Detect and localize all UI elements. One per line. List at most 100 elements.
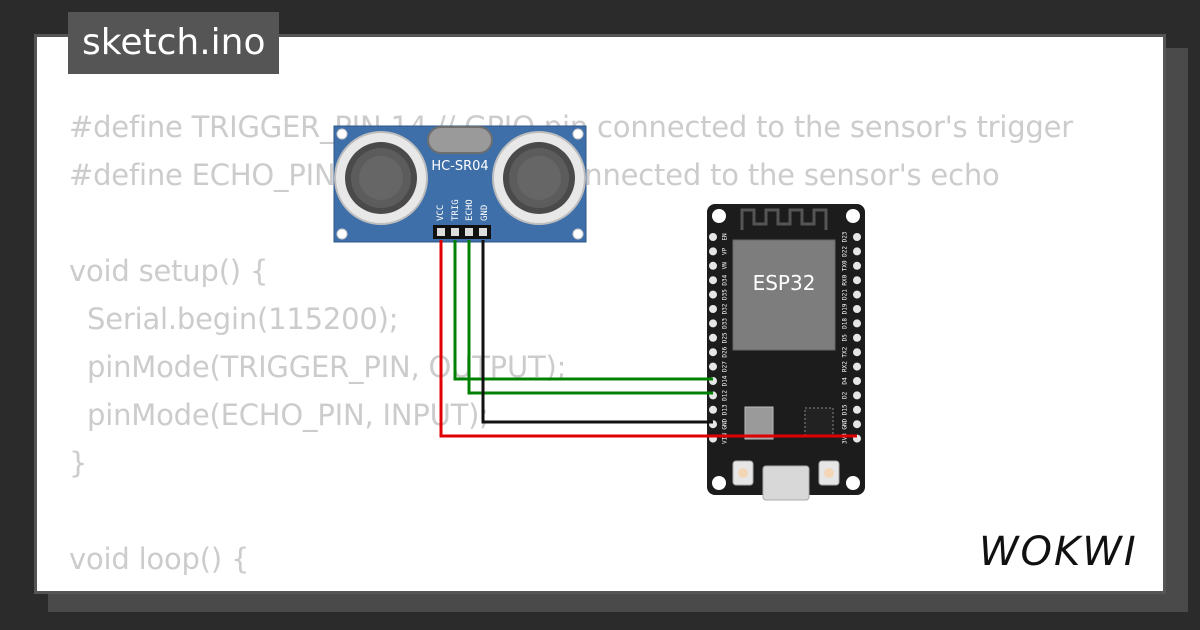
code-line[interactable]: pinMode(TRIGGER_PIN, OUTPUT);	[69, 350, 567, 384]
sensor-pin-echo[interactable]	[465, 228, 473, 236]
board-pin-label: VIN	[722, 433, 729, 444]
wire-echo-d12[interactable]	[467, 240, 713, 395]
board-pin-rx0[interactable]	[853, 276, 861, 285]
code-line[interactable]: long duration, distance;	[69, 583, 1073, 591]
transmitter-transducer	[334, 131, 428, 225]
micro-usb-port[interactable]	[762, 465, 810, 501]
wires	[439, 240, 857, 438]
board-hole	[846, 476, 860, 490]
board-pin-label: TX0	[842, 260, 849, 271]
voltage-regulator	[744, 406, 774, 440]
sensor-header	[433, 225, 491, 239]
code-line[interactable]: Serial.begin(115200);	[69, 302, 399, 336]
board-pin-label: RX0	[842, 274, 849, 285]
sensor-pin-vcc[interactable]	[437, 228, 445, 236]
sensor-pin-label-gnd: GND	[480, 205, 490, 221]
sensor-name-label: HC-SR04	[431, 159, 488, 174]
board-pin-label: D2	[842, 391, 849, 399]
board-pin-vn[interactable]	[709, 261, 717, 270]
mounting-hole	[572, 228, 584, 240]
sensor-pin-trig[interactable]	[451, 228, 459, 236]
wokwi-logo-text: WOKWI	[979, 529, 1138, 575]
board-pin-label: D25	[722, 332, 729, 343]
board-pin-label: D22	[842, 246, 849, 257]
board-pin-label: D13	[722, 404, 729, 415]
en-button-cap	[824, 468, 834, 478]
board-pin-d2[interactable]	[853, 391, 861, 400]
board-pin-d34[interactable]	[709, 276, 717, 285]
boot-button-cap	[738, 468, 748, 478]
board-pin-label: D33	[722, 318, 729, 329]
board-pin-label: RX2	[842, 361, 849, 372]
esp32-board[interactable]: ESP32 ENVPVND34D35D32D33D25D26D27D14D12D…	[707, 204, 865, 501]
board-pin-d32[interactable]	[709, 305, 717, 313]
board-pin-label: D35	[722, 289, 729, 300]
board-pin-label: D21	[842, 289, 849, 300]
board-pin-label: D14	[722, 375, 729, 386]
esp32-module-shield	[732, 239, 836, 351]
board-pin-en[interactable]	[709, 233, 717, 241]
board-pin-headers: ENVPVND34D35D32D33D25D26D27D14D12D13GNDV…	[709, 231, 861, 444]
board-hole	[712, 209, 726, 223]
crystal-oscillator	[427, 126, 493, 154]
board-pin-d22[interactable]	[853, 247, 861, 256]
board-pin-d5[interactable]	[853, 333, 861, 342]
board-pin-label: GND	[842, 418, 849, 429]
board-pin-label: D18	[842, 318, 849, 329]
board-pin-gnd[interactable]	[853, 420, 861, 429]
wire-vcc-3v3[interactable]	[439, 240, 857, 438]
usb-uart-chip	[804, 407, 834, 437]
board-pin-label: VP	[722, 247, 729, 255]
board-pin-d35[interactable]	[709, 290, 717, 299]
board-pin-label: D26	[722, 346, 729, 357]
board-pin-tx2[interactable]	[853, 348, 861, 357]
board-pin-d27[interactable]	[709, 362, 717, 371]
board-pin-rx2[interactable]	[853, 362, 861, 371]
board-pin-label: D5	[842, 334, 849, 342]
wokwi-logo: WOKWI	[979, 529, 1138, 575]
board-pin-label: D34	[722, 274, 729, 285]
board-pin-d25[interactable]	[709, 333, 717, 342]
code-line[interactable]: pinMode(ECHO_PIN, INPUT);	[69, 398, 489, 432]
board-pin-d21[interactable]	[853, 290, 861, 299]
sensor-pin-label-trig: TRIG	[451, 199, 461, 221]
code-line[interactable]: void setup() {	[69, 254, 269, 288]
wire-gnd-gnd[interactable]	[481, 240, 713, 424]
mounting-hole	[336, 128, 348, 140]
board-pin-label: D27	[722, 361, 729, 372]
mounting-hole	[336, 228, 348, 240]
sensor-pin-label-echo: ECHO	[465, 199, 475, 221]
board-pin-label: D32	[722, 303, 729, 314]
file-tab[interactable]: sketch.ino	[68, 12, 280, 74]
board-pin-label: D4	[842, 377, 849, 385]
board-pin-d13[interactable]	[709, 405, 717, 414]
code-line[interactable]: }	[69, 446, 88, 480]
board-pin-label: TX2	[842, 346, 849, 357]
board-pin-tx0[interactable]	[853, 261, 861, 270]
board-pin-d19[interactable]	[853, 305, 861, 313]
board-pin-d23[interactable]	[853, 233, 861, 241]
board-pin-label: D12	[722, 390, 729, 401]
sensor-pin-label-vcc: VCC	[436, 205, 446, 221]
board-pin-label: D15	[842, 404, 849, 415]
board-pin-vp[interactable]	[709, 247, 717, 256]
board-pin-d26[interactable]	[709, 348, 717, 357]
mounting-hole	[572, 128, 584, 140]
board-pin-d15[interactable]	[853, 405, 861, 414]
board-pin-label: GND	[722, 418, 729, 429]
board-pin-d33[interactable]	[709, 319, 717, 328]
board-name-label: ESP32	[753, 271, 816, 295]
receiver-transducer	[492, 131, 586, 225]
board-pin-label: 3V3	[842, 433, 849, 444]
wifi-antenna	[740, 208, 828, 230]
code-line[interactable]: void loop() {	[69, 542, 250, 576]
board-pin-d4[interactable]	[853, 377, 861, 385]
hc-sr04-sensor[interactable]: HC-SR04 VCC TRIG ECHO GND	[333, 125, 587, 243]
wire-trig-d14[interactable]	[453, 240, 713, 381]
sensor-pin-gnd[interactable]	[479, 228, 487, 236]
board-pin-d18[interactable]	[853, 319, 861, 328]
board-pin-label: D23	[842, 231, 849, 242]
board-pin-label: VN	[722, 262, 729, 270]
board-pin-label: D19	[842, 303, 849, 314]
